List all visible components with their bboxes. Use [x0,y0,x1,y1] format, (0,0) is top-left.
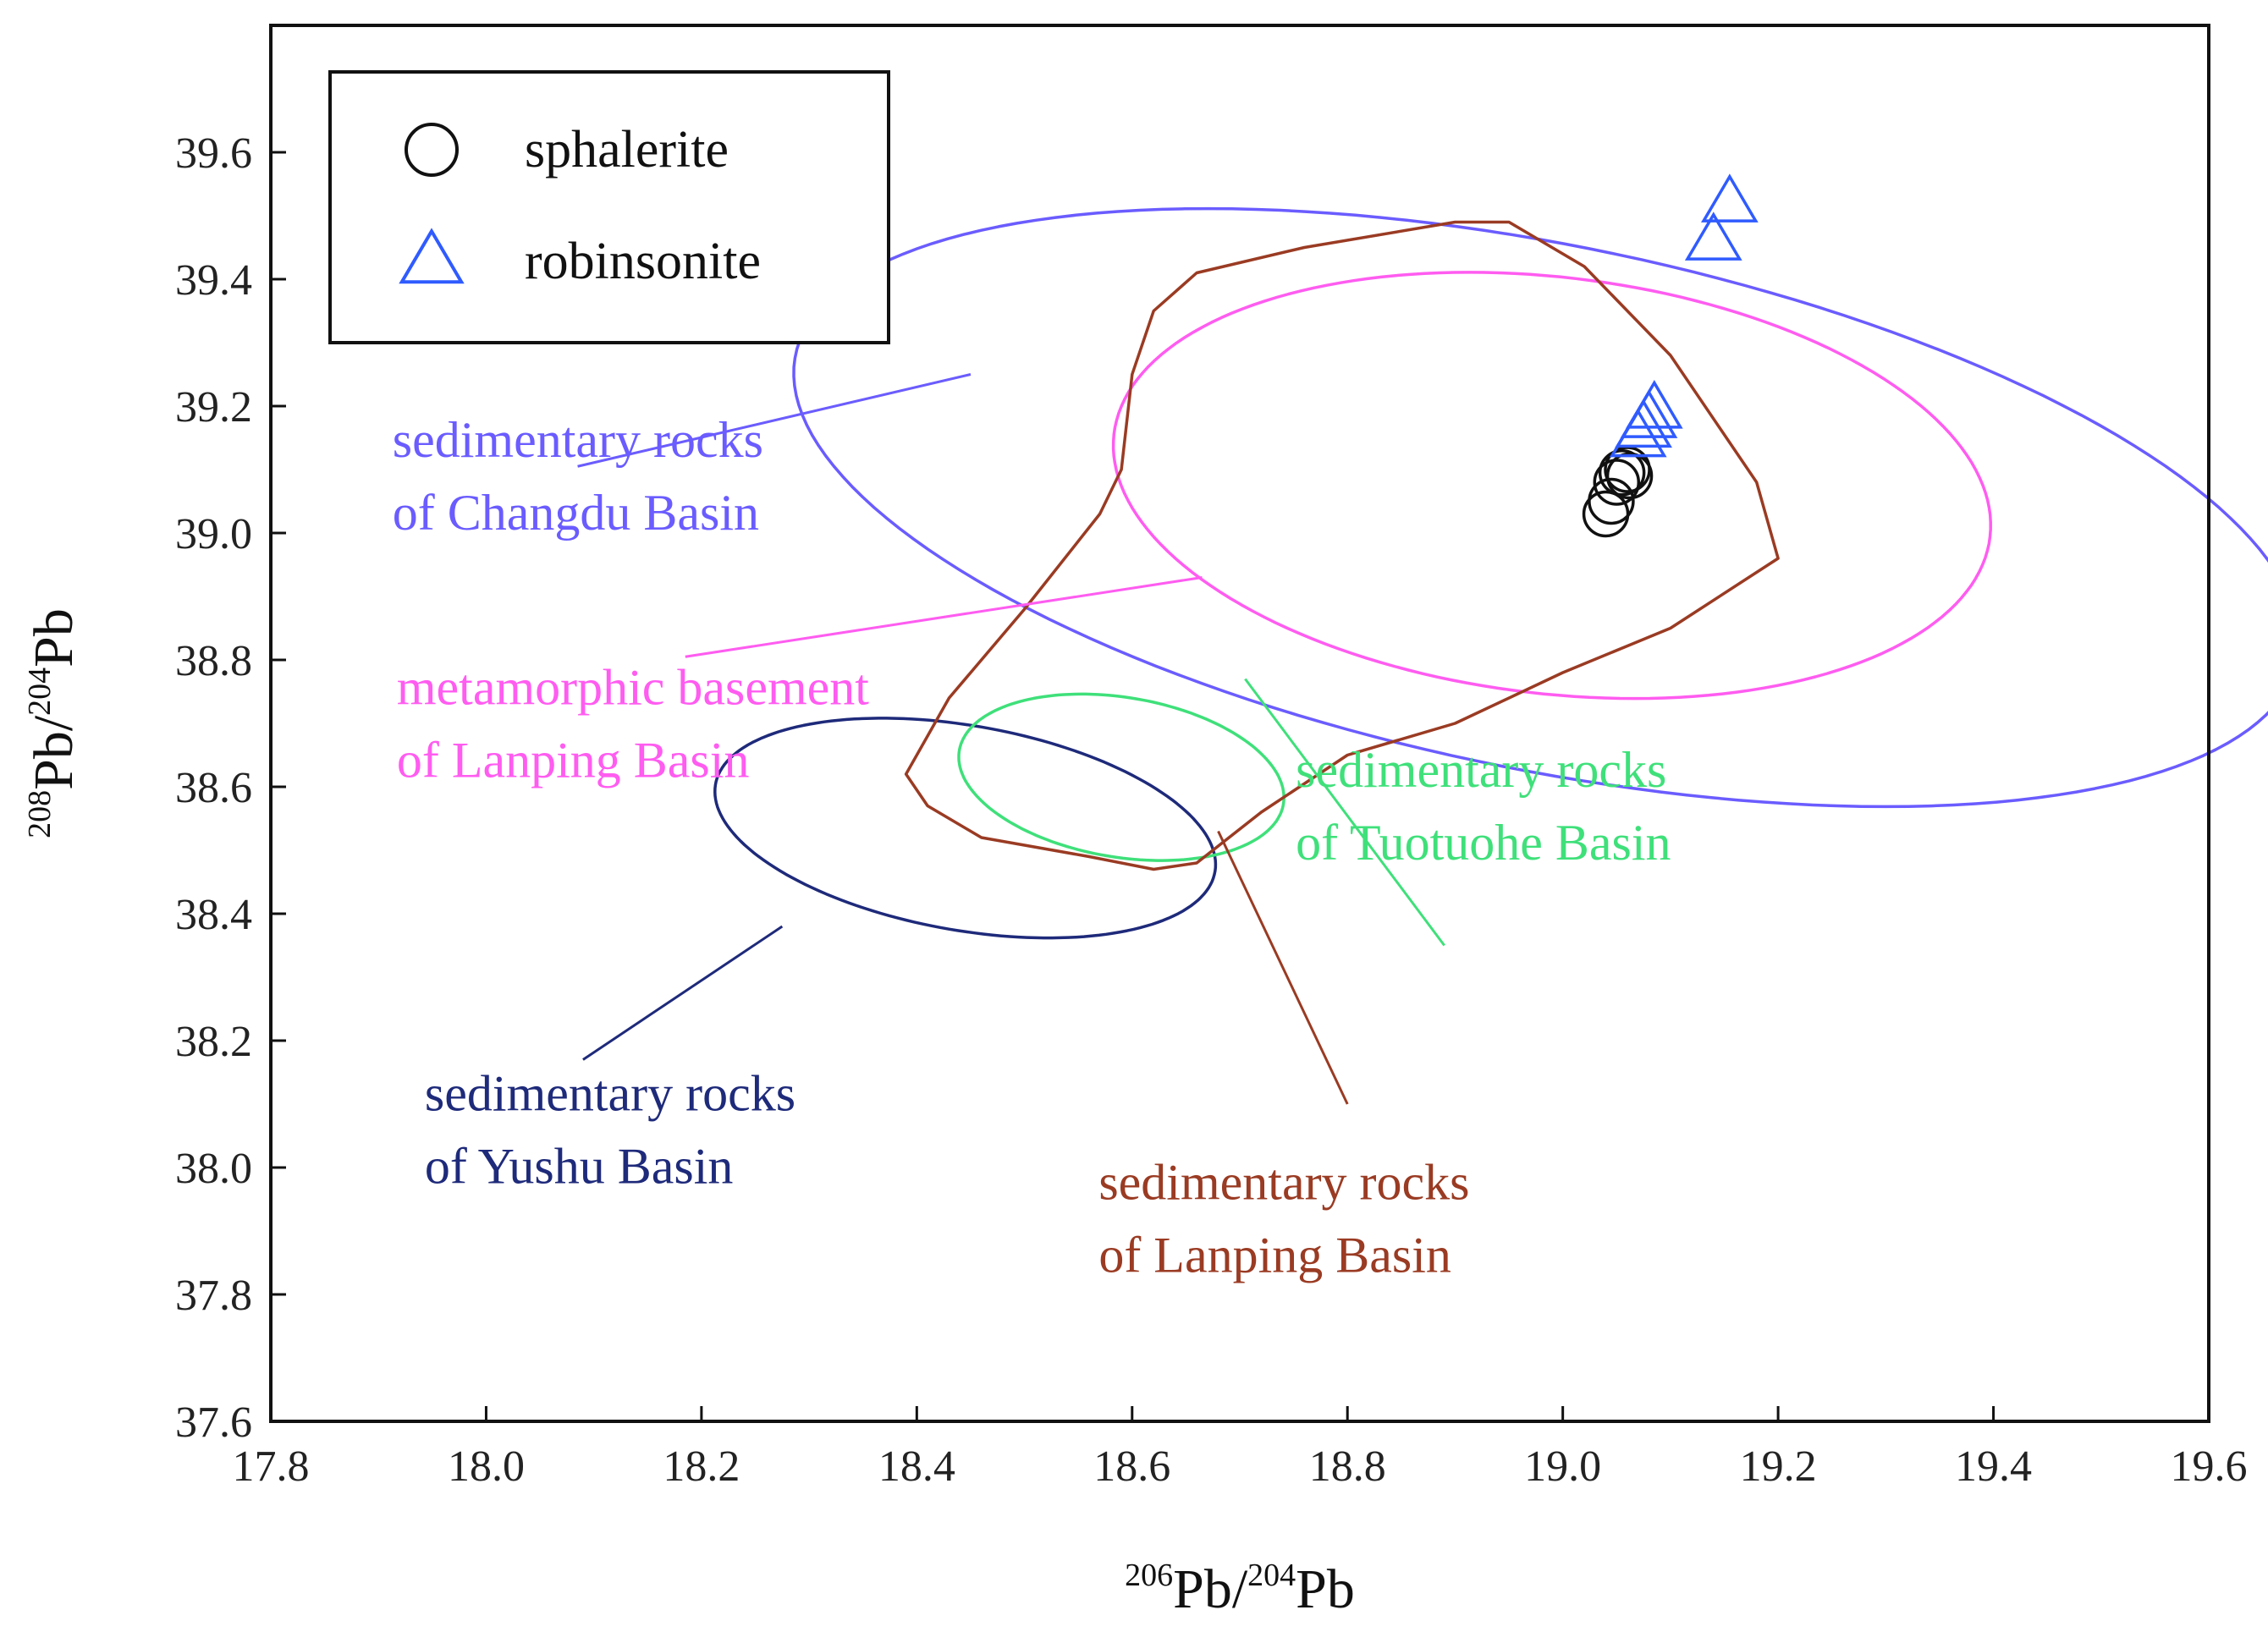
data-points [1582,173,1759,538]
y-axis-ticks: 37.6 37.8 38.0 38.2 38.4 38.6 38.8 39.0 39.2 39.4… [175,129,286,1447]
sphalerite-point [1593,459,1641,506]
robinsonite-point [1684,212,1742,261]
x-tick-label: 18.4 [878,1442,955,1491]
robinsonite-point [1625,380,1683,429]
legend-circle-marker [405,123,459,177]
sphalerite-point [1598,449,1646,497]
region-leader-line [582,925,784,1061]
robinsonite-point [1615,398,1672,448]
region-leader-line [1217,830,1349,1105]
region-outline [1111,271,1992,701]
plot-frame [269,24,2210,1423]
region-labels: sedimentary rocks of Changdu Basin metamor… [393,412,1671,1283]
region-label: of Tuotuohe Basin [1296,815,1671,871]
region-label: sedimentary rocks [425,1066,795,1122]
region-label: of Changdu Basin [393,485,759,541]
y-tick-label: 37.6 [175,1398,252,1447]
robinsonite-point [1701,173,1759,223]
region-label: of Lanping Basin [1098,1228,1451,1283]
y-tick-label: 38.4 [175,891,252,939]
region-leader-line [1244,678,1445,947]
legend-box [328,70,890,344]
y-axis-title: 208Pb/204Pb [22,608,85,838]
x-axis-ticks: 17.8 18.0 18.2 18.4 18.6 18.8 19.0 19.2 19.4 19.6 [233,1406,2248,1491]
sphalerite-point [1588,477,1635,525]
y-tick-label: 37.8 [175,1272,252,1320]
region-label: metamorphic basement [397,660,869,716]
x-tick-label: 18.2 [663,1442,740,1491]
y-tick-label: 39.0 [175,510,252,558]
region-label: sedimentary rocks [1296,742,1666,798]
x-tick-label: 18.0 [448,1442,525,1491]
region-leader-line [685,576,1203,658]
y-tick-label: 38.0 [175,1145,252,1193]
region-outline [904,220,1780,871]
region-leader-lines [577,373,1445,1105]
x-tick-label: 17.8 [233,1442,310,1491]
region-outline [957,692,1285,862]
legend-label: sphalerite [525,121,729,179]
region-outline [713,717,1218,940]
y-tick-label: 39.4 [175,256,252,305]
region-label: sedimentary rocks [393,412,763,468]
region-leader-line [577,373,972,468]
x-tick-label: 19.0 [1524,1442,1601,1491]
sphalerite-point [1605,452,1654,500]
y-tick-label: 39.6 [175,129,252,178]
legend-label: robinsonite [525,233,761,290]
x-tick-label: 19.6 [2171,1442,2248,1491]
legend: sphalerite robinsonite [328,70,890,344]
y-tick-label: 38.8 [175,637,252,685]
region-outline [792,206,2268,809]
legend-triangle-marker [399,228,465,284]
region-label: of Yushu Basin [425,1139,733,1195]
region-label: sedimentary rocks [1098,1155,1469,1211]
x-axis-title: 206Pb/204Pb [1125,1558,1355,1620]
x-tick-label: 19.4 [1955,1442,2032,1491]
x-tick-label: 18.6 [1093,1442,1170,1491]
y-tick-label: 39.2 [175,383,252,431]
y-tick-label: 38.6 [175,764,252,812]
y-tick-label: 38.2 [175,1018,252,1066]
x-tick-label: 19.2 [1740,1442,1817,1491]
region-label: of Lanping Basin [397,733,750,789]
x-tick-label: 18.8 [1309,1442,1386,1491]
